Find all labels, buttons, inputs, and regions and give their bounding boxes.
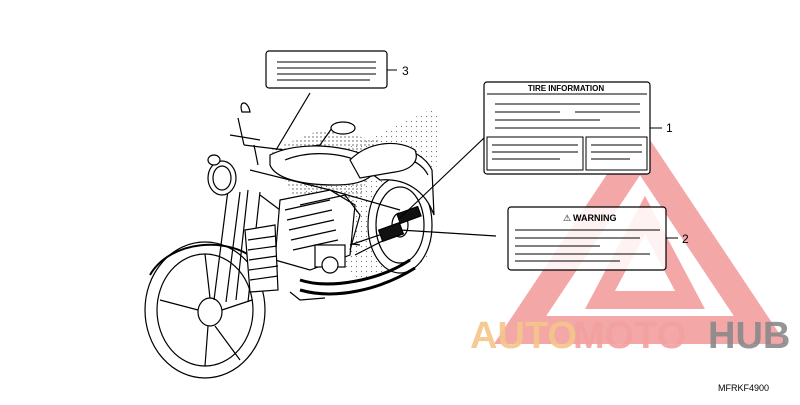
- label-2-warning-panel: [399, 206, 678, 271]
- watermark-text: AUTO MOTO HUB: [470, 315, 790, 357]
- callout-1: 1: [666, 121, 673, 135]
- watermark-auto: AUTO: [470, 315, 577, 357]
- watermark-hub: HUB: [708, 315, 790, 357]
- diagram-code: MFRKF4900: [718, 383, 769, 393]
- warning-symbol: ⚠: [563, 213, 571, 223]
- callout-2: 2: [682, 232, 689, 246]
- label-1-tire-info-panel: [399, 81, 662, 219]
- warning-title: WARNING: [573, 213, 617, 223]
- label-3-panel: [265, 50, 397, 151]
- tire-info-title: TIRE INFORMATION: [528, 84, 605, 93]
- motorcycle-illustration: [144, 102, 440, 379]
- watermark-moto: MOTO: [573, 315, 686, 357]
- callout-3: 3: [402, 64, 409, 78]
- engine-block: [274, 189, 361, 274]
